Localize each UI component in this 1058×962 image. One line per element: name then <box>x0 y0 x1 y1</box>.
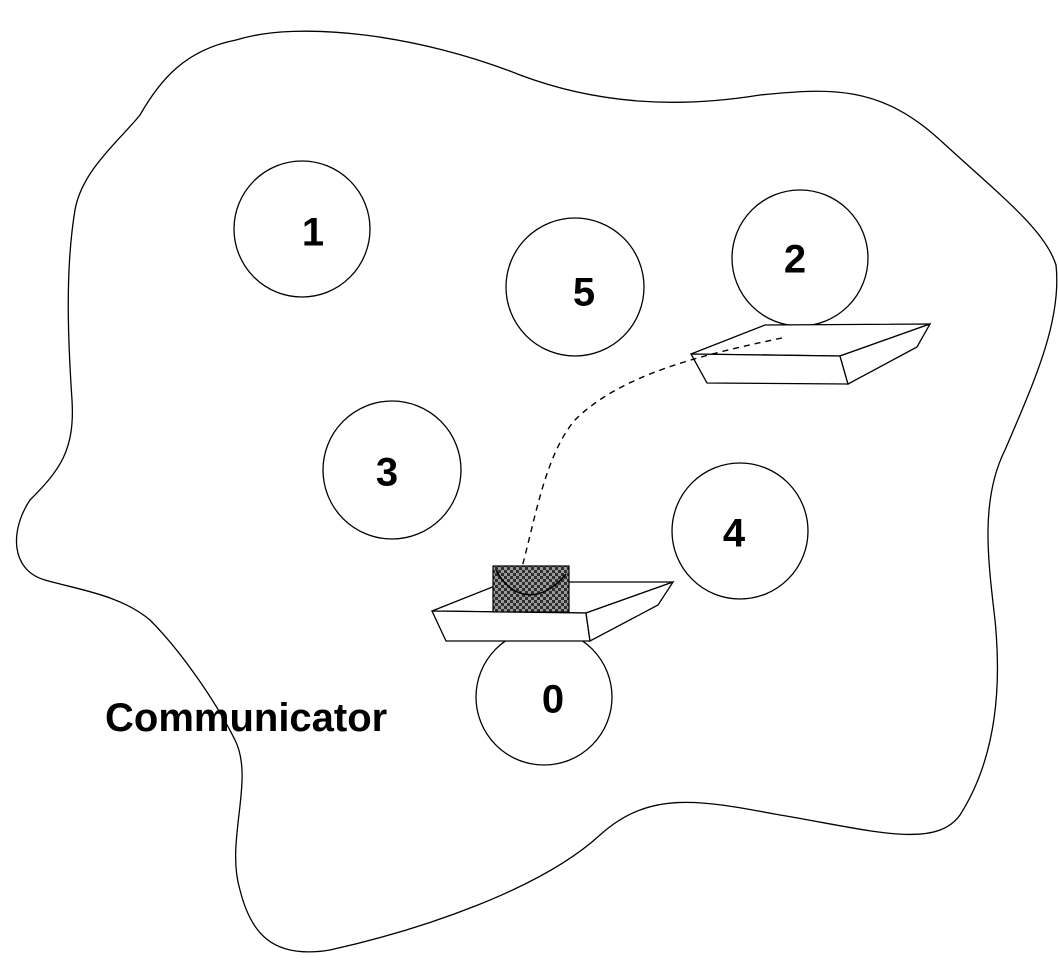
process-5: 5 <box>505 217 645 357</box>
process-0-label: 0 <box>542 678 564 722</box>
process-1: 1 <box>233 160 371 298</box>
process-4-circle <box>671 462 809 600</box>
communicator-label: Communicator <box>105 696 387 740</box>
process-2: 2 <box>731 189 869 327</box>
process-1-label: 1 <box>302 211 324 255</box>
process-3-label: 3 <box>376 451 398 495</box>
process-5-circle <box>505 217 645 357</box>
communicator-boundary <box>15 30 1058 953</box>
envelope-flap <box>495 569 567 596</box>
process-1-circle <box>233 160 371 298</box>
process-2-label: 2 <box>784 238 806 282</box>
process-5-label: 5 <box>573 271 595 315</box>
process-3: 3 <box>322 400 462 540</box>
process-2-tray-icon <box>689 322 932 385</box>
process-0-tray-side <box>585 580 675 643</box>
envelope-body <box>492 565 570 613</box>
process-2-tray-front <box>689 353 849 385</box>
message-path <box>521 337 783 568</box>
process-4: 4 <box>671 462 809 600</box>
process-2-tray-side <box>839 322 932 385</box>
process-3-circle <box>322 400 462 540</box>
process-0: 0 <box>475 628 613 766</box>
process-4-label: 4 <box>723 512 746 556</box>
envelope-icon <box>492 565 570 613</box>
process-0-tray-front <box>430 610 591 642</box>
